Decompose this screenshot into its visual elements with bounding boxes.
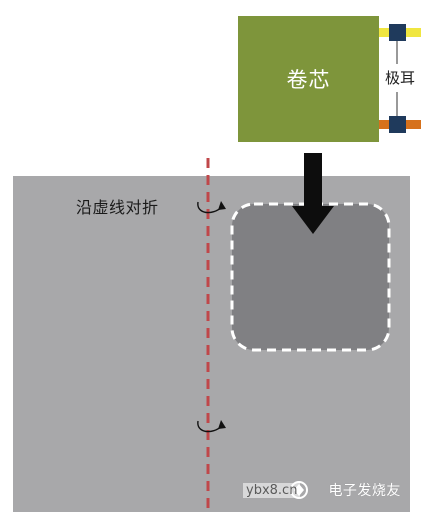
cell-core-label: 卷芯 xyxy=(286,68,331,92)
tab-top-block xyxy=(389,24,406,41)
cell-core: 卷芯 xyxy=(238,16,379,142)
watermark-url: ybx8.cn xyxy=(243,482,301,498)
watermark: ybx8.cn 电子发烧友 xyxy=(243,478,401,502)
tabs-label: 极耳 xyxy=(385,69,416,87)
watermark-brand: 电子发烧友 xyxy=(328,483,401,499)
curved-rotate-arrow-icon xyxy=(197,201,226,214)
curved-rotate-arrow-icon-lower xyxy=(197,420,226,433)
tab-bottom-block xyxy=(389,116,406,133)
down-arrow-icon xyxy=(292,153,334,234)
formed-pocket xyxy=(230,202,391,352)
fold-instruction-label: 沿虚线对折 xyxy=(76,198,159,217)
